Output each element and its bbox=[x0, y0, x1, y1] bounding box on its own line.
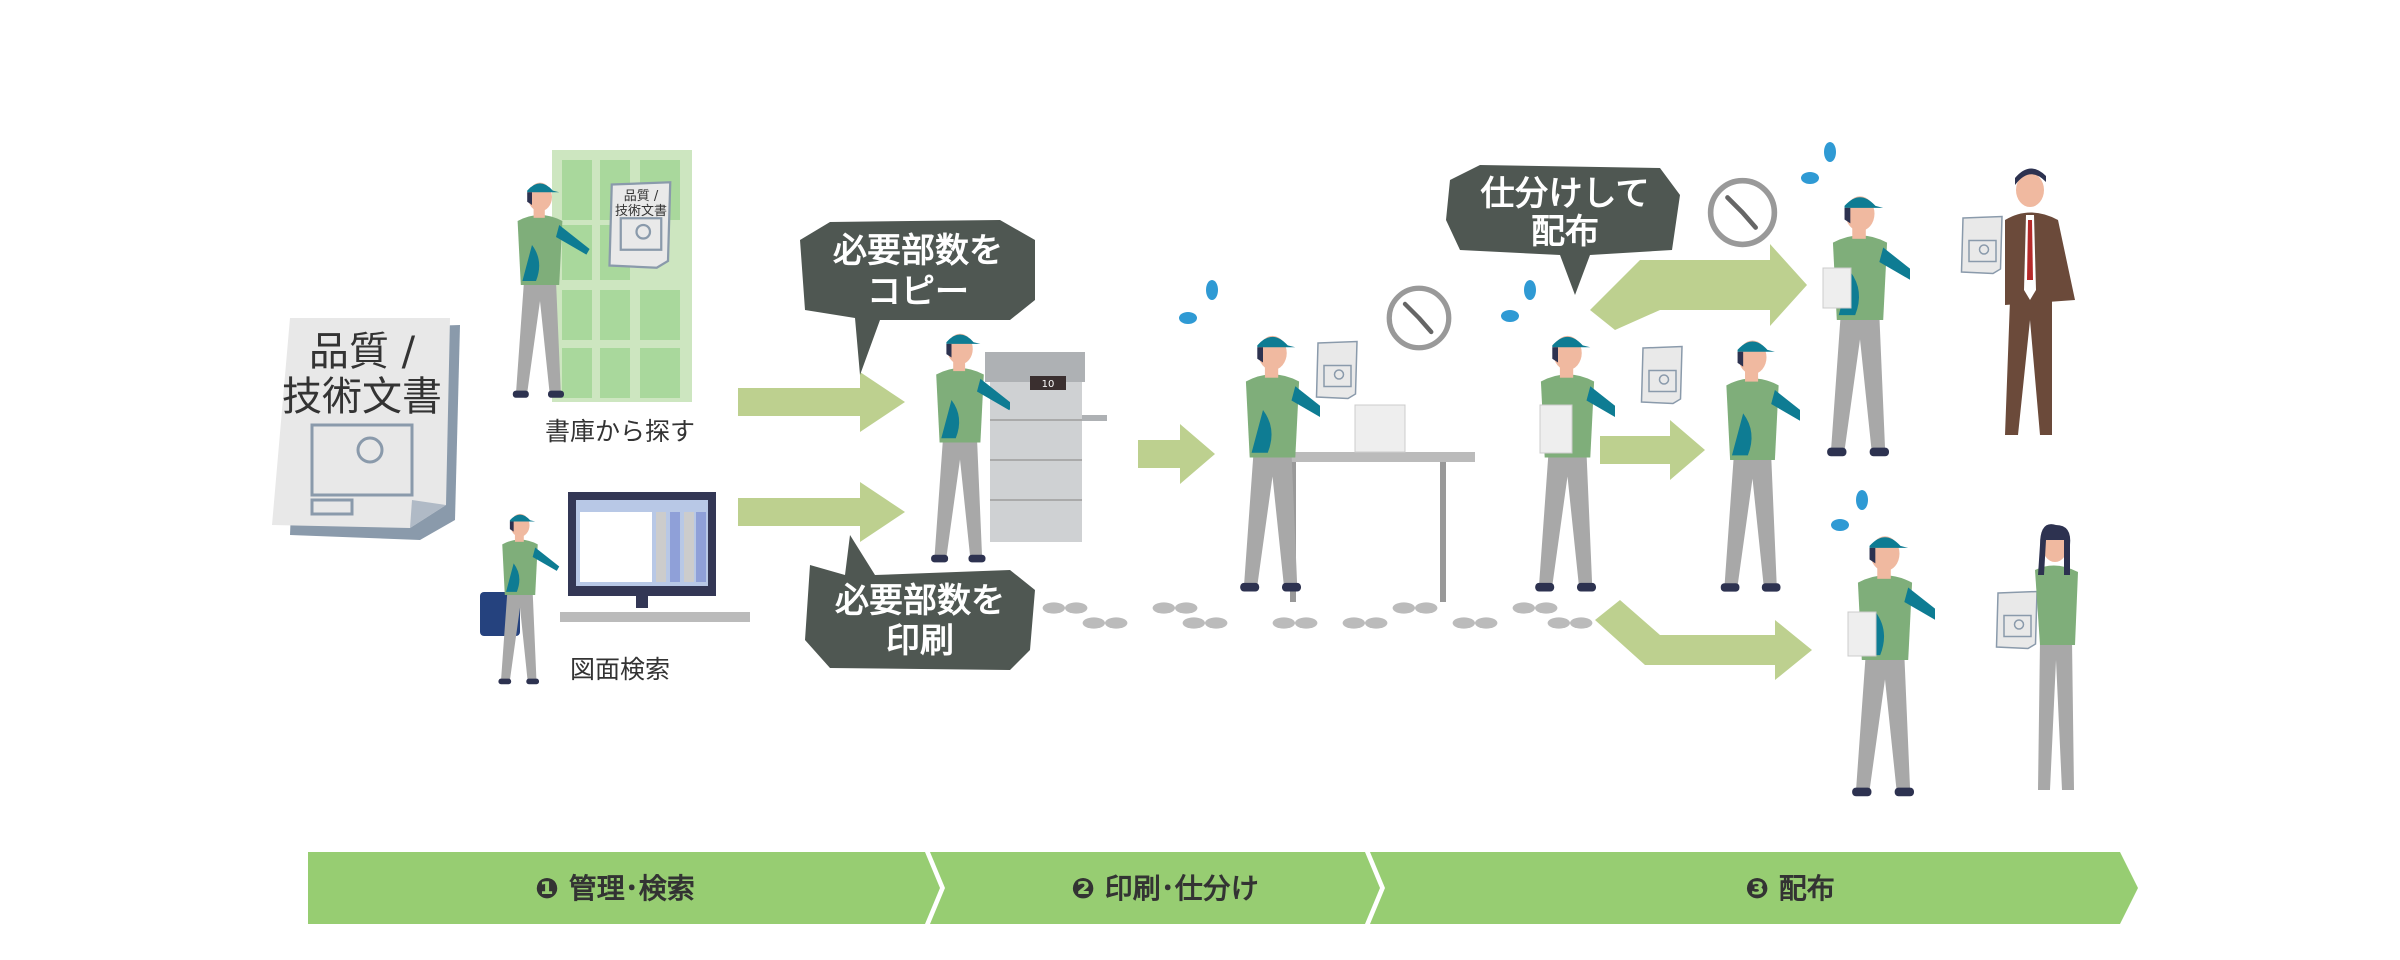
worker-delivering-to-manager bbox=[1827, 196, 1910, 457]
worker-delivering-to-staff bbox=[1852, 536, 1935, 797]
held-document bbox=[1315, 340, 1358, 400]
step-3-segment bbox=[1370, 852, 2138, 924]
arrow-search-to-print bbox=[738, 482, 905, 542]
svg-text:配布: 配布 bbox=[1531, 212, 1599, 252]
sweat-drops-icon bbox=[1179, 280, 1218, 324]
document-title-line2: 技術文書 bbox=[282, 374, 442, 420]
caption-shelf-search: 書庫から探す bbox=[545, 417, 695, 446]
step-2-segment bbox=[930, 852, 1380, 924]
svg-text:必要部数を: 必要部数を bbox=[833, 231, 1003, 271]
svg-text:仕分けして: 仕分けして bbox=[1481, 174, 1650, 214]
handed-document bbox=[1995, 590, 2038, 650]
svg-text:技術文書: 技術文書 bbox=[615, 204, 667, 219]
step-1-label: ❶ 管理･検索 bbox=[535, 872, 694, 905]
recipient-worker bbox=[1720, 340, 1800, 592]
computer-workstation bbox=[480, 492, 750, 636]
step-1-segment bbox=[308, 852, 940, 924]
clock-icon bbox=[1389, 288, 1449, 348]
footprints bbox=[1042, 602, 1593, 629]
arrow-copy-to-sort bbox=[1138, 424, 1215, 484]
step-2-label: ❷ 印刷･仕分け bbox=[1071, 872, 1258, 905]
svg-text:必要部数を: 必要部数を bbox=[835, 581, 1005, 621]
speech-bubble-copy: 必要部数を コピー bbox=[800, 220, 1035, 375]
arrow-to-worker bbox=[1600, 420, 1705, 480]
arrow-shelf-to-copy bbox=[738, 372, 905, 432]
svg-text:コピー: コピー bbox=[867, 272, 969, 312]
held-document: 品質 / 技術文書 bbox=[608, 181, 672, 269]
handed-document bbox=[1960, 215, 2003, 275]
caption-drawing-search: 図面検索 bbox=[570, 655, 670, 684]
paper-stack bbox=[1539, 404, 1573, 454]
svg-text:品質 /: 品質 / bbox=[624, 189, 659, 204]
sweat-drops-icon bbox=[1501, 280, 1536, 322]
copier-display: 10 bbox=[1042, 379, 1055, 390]
document-title-line1: 品質 / bbox=[309, 329, 416, 375]
copier-machine: 10 bbox=[985, 352, 1107, 542]
manager bbox=[2005, 168, 2075, 435]
process-step-bar: ❶ 管理･検索 ❷ 印刷･仕分け ❸ 配布 bbox=[308, 852, 2138, 924]
sweat-drops-icon bbox=[1831, 490, 1868, 531]
worker-at-computer bbox=[498, 513, 560, 685]
step-3-label: ❸ 配布 bbox=[1745, 872, 1834, 905]
speech-bubble-print: 必要部数を 印刷 bbox=[805, 535, 1035, 670]
svg-text:印刷: 印刷 bbox=[886, 621, 954, 661]
arrow-to-office-worker bbox=[1595, 600, 1812, 680]
clock-icon bbox=[1711, 181, 1775, 245]
speech-bubble-sort: 仕分けして 配布 bbox=[1446, 165, 1680, 295]
blueprint-drawing bbox=[310, 423, 414, 497]
quality-technical-document: 品質 / 技術文書 bbox=[272, 318, 460, 540]
arrow-to-manager bbox=[1590, 244, 1807, 330]
office-worker bbox=[2035, 524, 2078, 790]
handed-document bbox=[1640, 345, 1683, 405]
sweat-drops-icon bbox=[1801, 142, 1836, 184]
